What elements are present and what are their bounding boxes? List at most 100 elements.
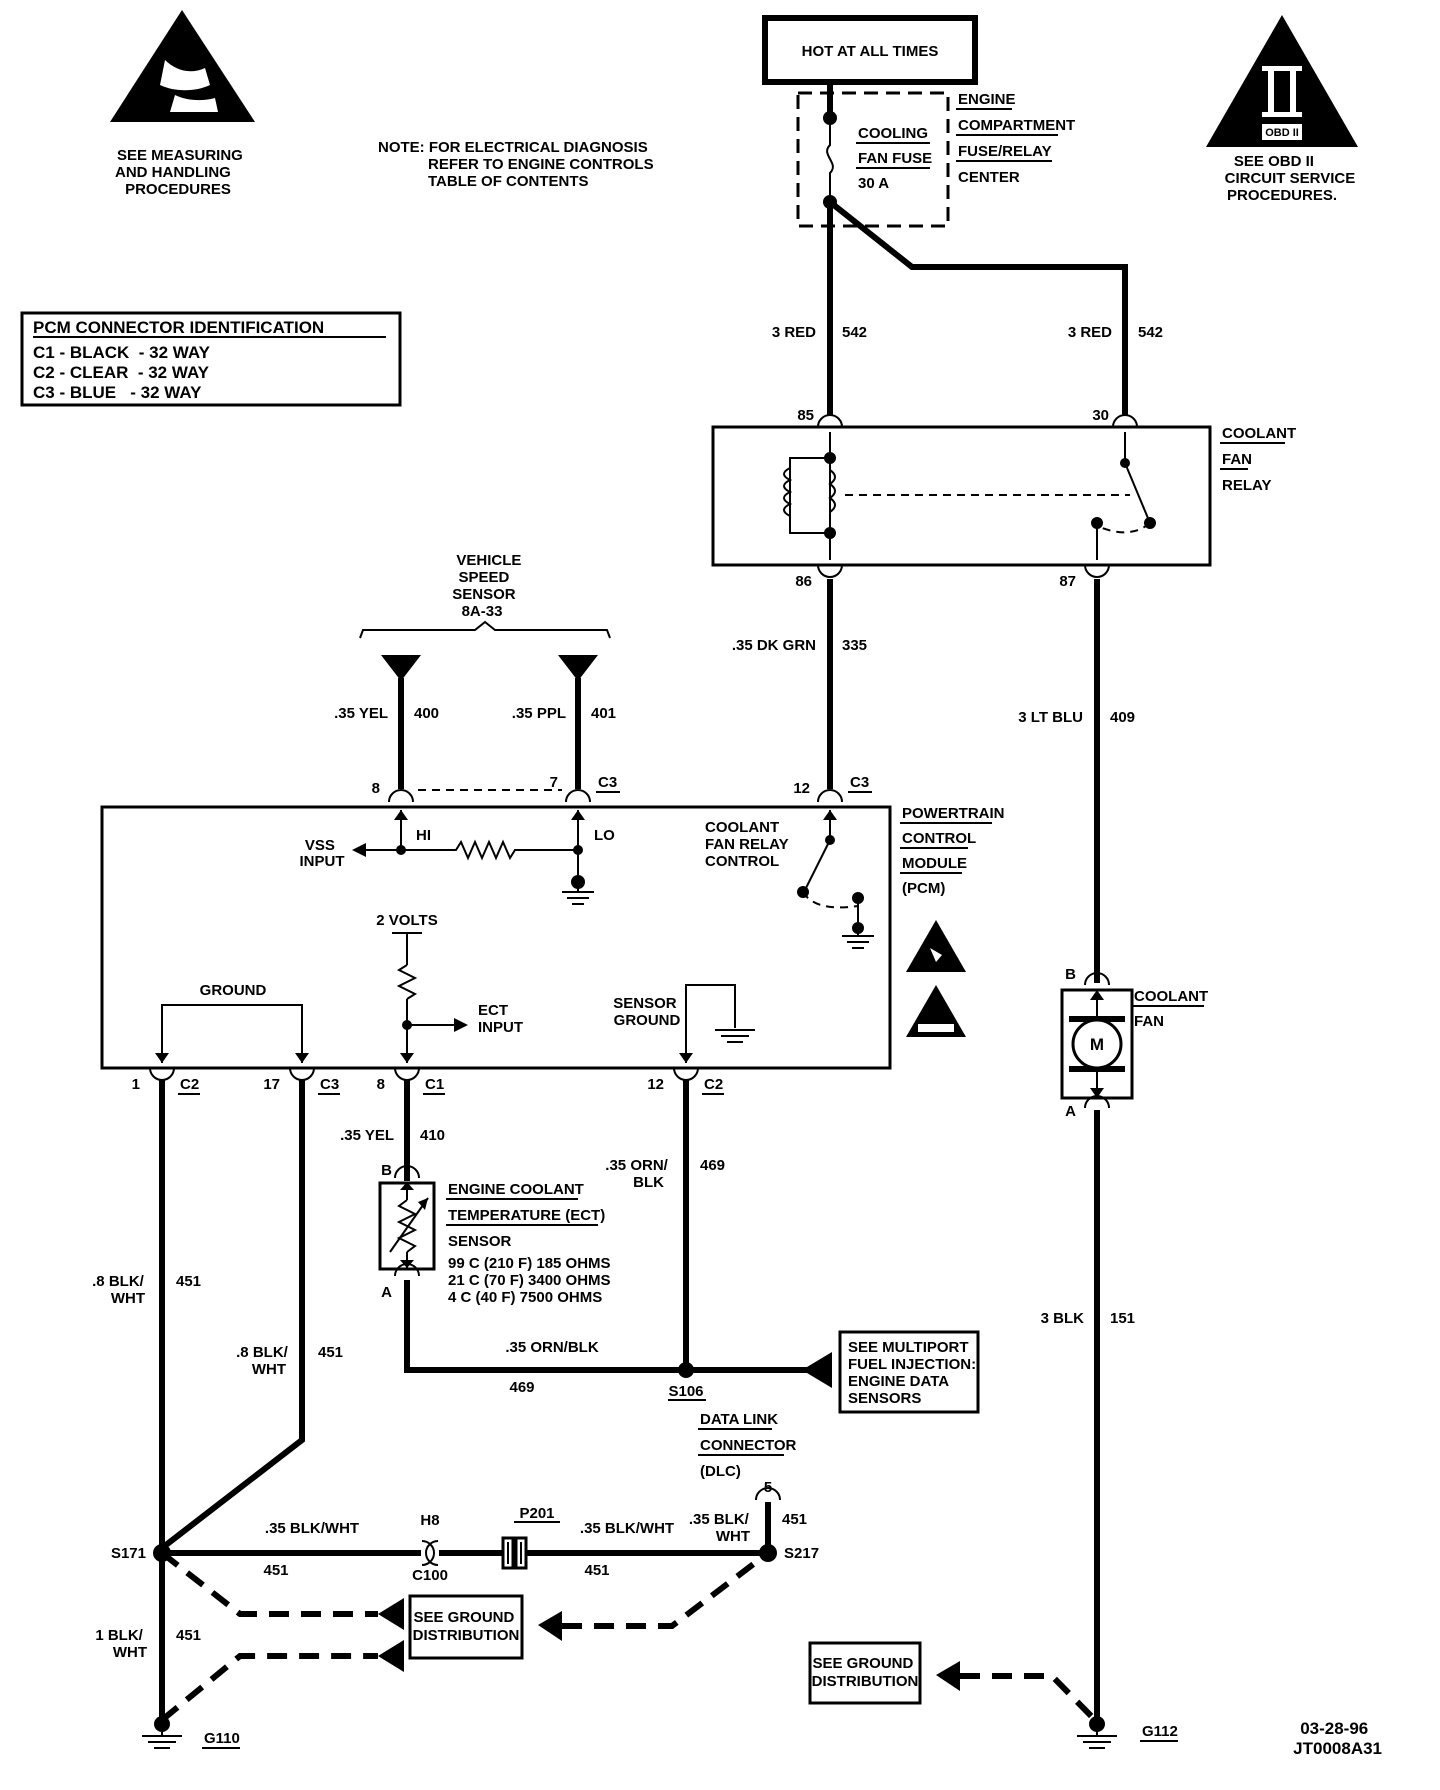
fuse-name-line: FAN FUSE — [858, 150, 932, 167]
pcm-pin-connector — [394, 1067, 420, 1081]
relay-pin-label: 30 — [1092, 407, 1109, 424]
relay-pin-label: 86 — [795, 573, 812, 590]
ground-symbol — [562, 882, 594, 905]
see-mfi-line: FUEL INJECTION: — [848, 1356, 976, 1373]
see-mfi-line: ENGINE DATA — [848, 1373, 949, 1390]
see-ground-box-1 — [408, 1594, 524, 1660]
wire-circuit-label: 451 — [176, 1273, 201, 1290]
relay-pin-86-connector — [817, 564, 843, 578]
wire-circuit-label: 335 — [842, 637, 867, 654]
pcm-connector-row: C3 - BLUE - 32 WAY — [33, 383, 202, 402]
fuse-relay-center-box — [796, 91, 950, 228]
pcm-pin-number: 12 — [647, 1076, 664, 1093]
pcm-connector-id-box — [20, 311, 402, 407]
pcm-label-line: GROUND — [614, 1012, 681, 1029]
ground-g112-symbol — [1077, 1724, 1117, 1749]
footer-code: JT0008A31 — [1293, 1739, 1382, 1758]
pcm-pin-connector — [388, 789, 414, 803]
obd-note-line: PROCEDURES. — [1227, 187, 1337, 204]
fuse-center-line: CENTER — [958, 169, 1020, 186]
relay-pin-87-connector — [1084, 564, 1110, 578]
splice-label: S217 — [784, 1545, 819, 1562]
svg-text:SEE MULTIPORT FUEL INJECTI: SEE MULTIPORT FUEL INJECTION: ENGINE DAT… — [848, 1339, 980, 1407]
svg-text:03-28-96 JT0008A31: 03-28-96 JT0008A31 — [1293, 1719, 1382, 1758]
ground-g110-symbol — [142, 1724, 182, 1749]
ect-pin-label: A — [381, 1284, 392, 1301]
note-line: REFER TO ENGINE CONTROLS — [428, 156, 654, 173]
wire-gauge-label: WHT — [252, 1361, 286, 1378]
svg-text:DATA LINK CONNECTOR (D: DATA LINK CONNECTOR (DLC) — [700, 1411, 801, 1480]
ground-dist-path — [960, 1673, 1100, 1725]
svg-text:SENSOR GROUND: SENSOR GROUND — [613, 995, 681, 1029]
relay-coil — [783, 432, 836, 560]
wire-circuit-label: 451 — [782, 1511, 807, 1528]
ect-thermistor — [396, 1199, 418, 1253]
relay-switch — [1091, 432, 1156, 560]
relay-name-line: RELAY — [1222, 477, 1271, 494]
pcm-pin-connector-id: C3 — [598, 774, 617, 791]
fuse-name-line: 30 A — [858, 175, 889, 192]
esd-warning-symbol-small — [906, 920, 966, 972]
svg-text:COOLANT FAN RELAY CONT: COOLANT FAN RELAY CONTROL — [705, 819, 793, 870]
pcm-label-line: INPUT — [300, 853, 345, 870]
wire-circuit-label: 151 — [1110, 1310, 1135, 1327]
obd-note-line: SEE OBD II — [1234, 153, 1314, 170]
fan-connector-b — [1084, 972, 1110, 986]
wire-gauge-label: WHT — [113, 1644, 147, 1661]
svg-text:VSS INPUT: VSS INPUT — [300, 837, 345, 870]
wire-451-b — [157, 1080, 305, 1553]
fan-connector-a — [1084, 1095, 1110, 1109]
relay-pin-85-connector — [817, 414, 843, 428]
see-mfi-line: SEE MULTIPORT — [848, 1339, 969, 1356]
pcm-pin-connector-id: C3 — [850, 774, 869, 791]
svg-text:COOLING FAN FUSE 30 A: COOLING FAN FUSE 30 A — [858, 125, 936, 192]
wire-gauge-label: WHT — [716, 1528, 750, 1545]
relay-pin-30-connector — [1112, 414, 1138, 428]
see-ground-line: SEE GROUND — [413, 1609, 514, 1626]
pcm-pin-number: 8 — [377, 1076, 385, 1093]
wire-gauge-label: .35 BLK/WHT — [265, 1520, 359, 1537]
dlc-connector — [755, 1487, 781, 1501]
connector-p201 — [501, 1536, 528, 1570]
wire-gauge-label: 1 BLK/ — [95, 1627, 143, 1644]
pcm-name-line: POWERTRAIN — [902, 805, 1005, 822]
note-line: NOTE: FOR ELECTRICAL DIAGNOSIS — [378, 139, 648, 156]
pcm-lo-label: LO — [594, 827, 615, 844]
splice-label: S106 — [668, 1383, 703, 1400]
pcm-label-line: VSS — [305, 837, 335, 854]
esd-note-line: SEE MEASURING — [117, 147, 243, 164]
wire-gauge-label: 3 RED — [772, 324, 816, 341]
svg-text:.8 BLK/ WHT: .8 BLK/ WHT — [236, 1344, 292, 1378]
pcm-pin-number: 8 — [372, 780, 380, 797]
pcm-label-line: CONTROL — [705, 853, 779, 870]
pcm-name-line: CONTROL — [902, 830, 976, 847]
svg-text:COOLANT FAN: COOLANT FAN — [1134, 988, 1212, 1030]
pcm-name-line: (PCM) — [902, 880, 945, 897]
vss-input-arrow — [352, 843, 366, 857]
esd-note-line: PROCEDURES — [125, 181, 231, 198]
splice-label: S171 — [111, 1545, 146, 1562]
vss-name-line: SPEED — [458, 569, 509, 586]
vss-bracket — [359, 620, 611, 639]
svg-text:ECT INPUT: ECT INPUT — [478, 1002, 523, 1036]
svg-text:ENGINE COMPARTMENT FUS: ENGINE COMPARTMENT FUSE/RELAY CENTER — [958, 91, 1079, 186]
see-mfi-arrow — [802, 1352, 832, 1388]
connector-label: C100 — [412, 1567, 448, 1584]
ect-name-line: SENSOR — [448, 1233, 512, 1250]
wire-circuit-label: 400 — [414, 705, 439, 722]
pcm-connector-row: C1 - BLACK - 32 WAY — [33, 343, 211, 362]
wire-gauge-label: .35 ORN/ — [605, 1157, 668, 1174]
pcm-connector-id-title: PCM CONNECTOR IDENTIFICATION — [33, 318, 324, 337]
pcm-hi-label: HI — [416, 827, 431, 844]
wire-gauge-label: .35 ORN/BLK — [505, 1339, 599, 1356]
wire-circuit-label: 469 — [700, 1157, 725, 1174]
esd-warning-symbol — [110, 10, 255, 122]
cooling-fan-fuse — [826, 118, 834, 200]
connector-label: P201 — [519, 1505, 554, 1522]
wire-gauge-label: BLK — [633, 1174, 664, 1191]
wire-gauge-label: .35 YEL — [334, 705, 388, 722]
see-ground-line: SEE GROUND — [812, 1655, 913, 1672]
vss-name-line: SENSOR — [452, 586, 516, 603]
pcm-pin-connector — [289, 1067, 315, 1081]
